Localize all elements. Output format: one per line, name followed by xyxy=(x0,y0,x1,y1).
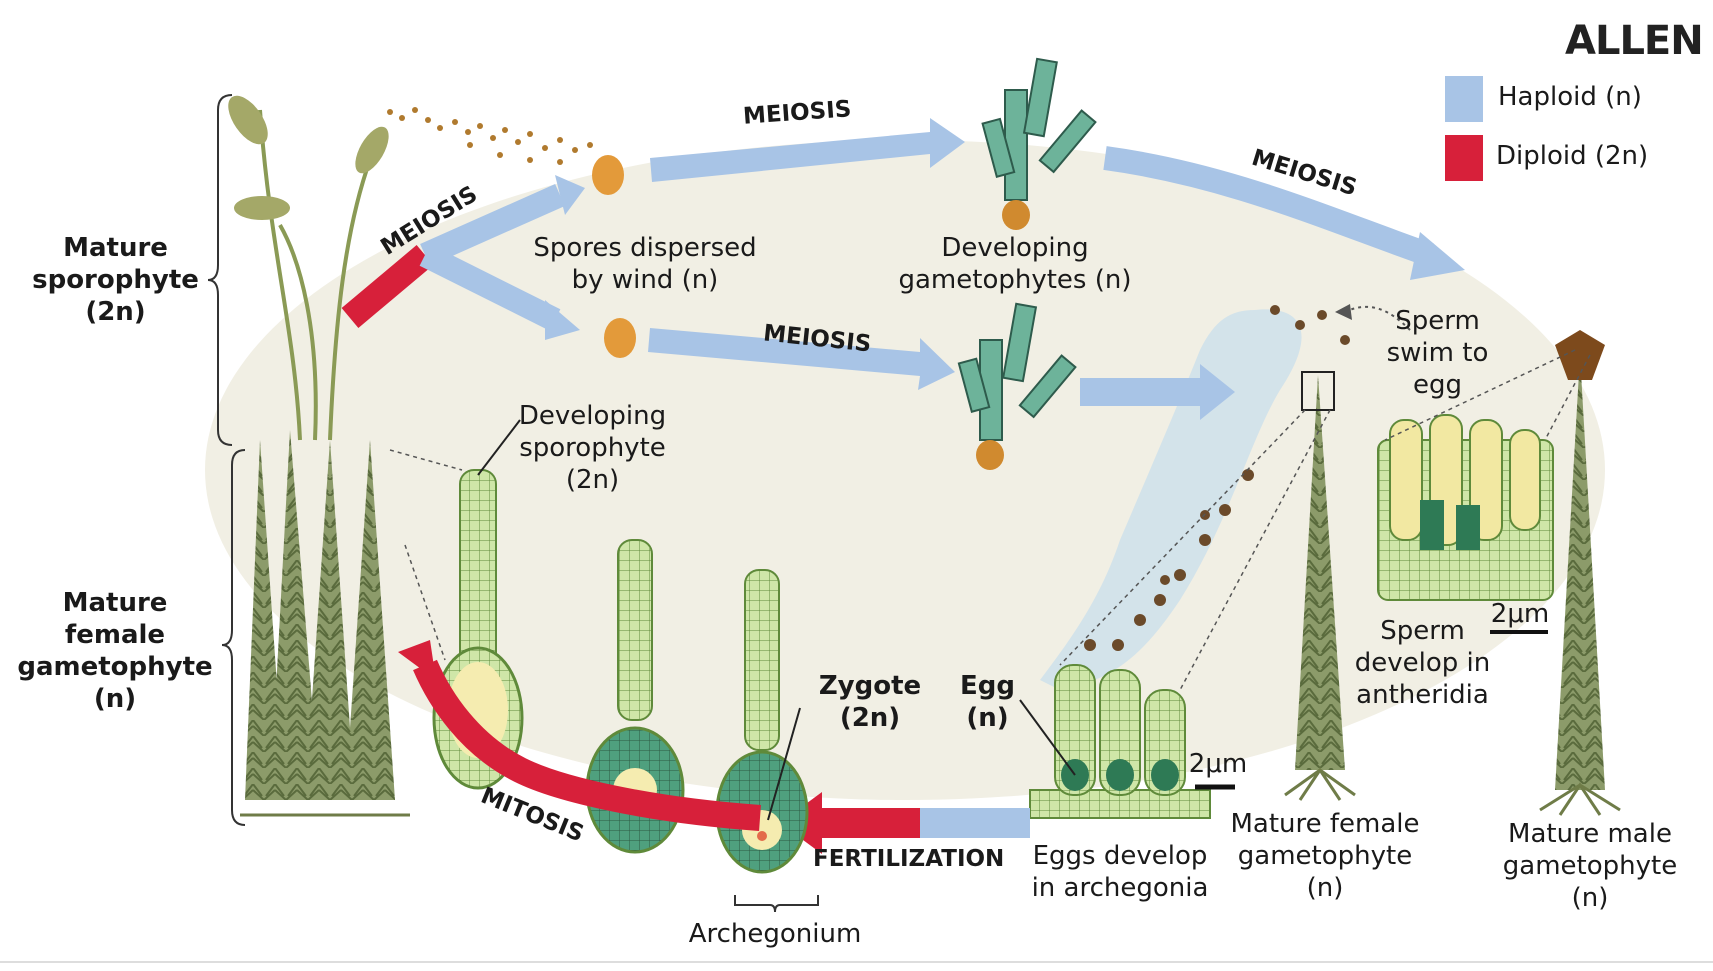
legend-haploid-swatch xyxy=(1445,76,1483,122)
sperm-path-dotted xyxy=(1344,305,1411,331)
gametophyte-bracket xyxy=(221,449,246,826)
mature-female-gametophyte-plants-left xyxy=(240,430,410,817)
mature-male-gametophyte-label: Mature male gametophyte (n) xyxy=(1502,819,1678,913)
brand-logo: ALLEN xyxy=(1565,18,1704,64)
spore-upper xyxy=(592,155,624,195)
background-ellipse xyxy=(205,140,1605,800)
sporophyte-bracket xyxy=(207,94,233,446)
sperm-develop-label: Sperm develop in antheridia xyxy=(1354,616,1491,710)
meiosis-arrow-lower-spore xyxy=(419,244,561,331)
spores-dispersed-label: Spores dispersed by wind (n) xyxy=(533,233,757,295)
dispersing-spores xyxy=(387,107,593,165)
eggs-develop-label: Eggs develop in archegonia xyxy=(1031,841,1209,903)
mature-sporophyte-stalks xyxy=(228,95,389,441)
archegonium-label: Archegonium xyxy=(688,919,862,949)
protonema-lower xyxy=(957,302,1077,470)
mature-female-gametophyte-right xyxy=(1284,371,1356,801)
egg-label: Egg (n) xyxy=(960,671,1015,733)
fertilization-arrow-haploid xyxy=(920,808,1030,838)
zygote-label: Zygote (2n) xyxy=(818,671,922,733)
legend-diploid-label: Diploid (2n) xyxy=(1496,141,1649,171)
meiosis-arrow-top xyxy=(650,118,965,182)
archegonium-zygote xyxy=(715,569,809,874)
developing-sporophyte-structure xyxy=(432,469,524,790)
mature-male-gametophyte xyxy=(1539,330,1621,816)
mature-female-gametophyte-right-label: Mature female gametophyte (n) xyxy=(1230,809,1420,903)
meiosis-arrow-upper-spore xyxy=(420,184,565,266)
spore-lower xyxy=(604,318,636,358)
archegonium-bracket xyxy=(734,895,819,913)
scale-label-archegonia: 2μm xyxy=(1188,749,1248,779)
meiosis-arrow-right xyxy=(1103,146,1434,267)
arrow-to-female-gametophyte xyxy=(1080,364,1235,420)
legend-haploid-label: Haploid (n) xyxy=(1498,82,1642,112)
sperm-swim-label: Sperm swim to egg xyxy=(1386,306,1489,400)
meiosis-arrow-middle xyxy=(648,328,955,390)
scale-label-antheridia: 2μm xyxy=(1490,599,1550,629)
legend-diploid-swatch xyxy=(1445,135,1483,181)
mature-female-gametophyte-left-label: Mature female gametophyte (n) xyxy=(17,588,213,714)
fertilization-arrow-diploid xyxy=(820,808,920,838)
developing-gametophytes-label: Developing gametophytes (n) xyxy=(898,233,1132,295)
protonema-upper xyxy=(981,57,1097,230)
developing-sporophyte-label: Developing sporophyte (2n) xyxy=(518,401,667,495)
swimming-sperm xyxy=(1084,305,1350,651)
mature-sporophyte-label: Mature sporophyte (2n) xyxy=(32,233,199,327)
fertilization-label: FERTILIZATION xyxy=(813,846,1005,872)
diploid-arc-meiosis xyxy=(341,245,434,328)
antheridia-cluster xyxy=(1377,414,1554,601)
water-stream xyxy=(1040,309,1302,690)
egg-pointer xyxy=(1019,699,1076,776)
mitosis-arc xyxy=(413,659,761,831)
